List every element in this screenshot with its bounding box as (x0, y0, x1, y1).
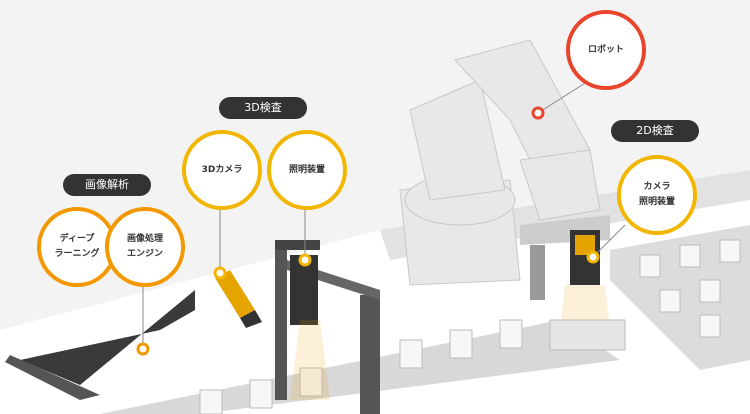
bubble-text: 画像処理 (126, 234, 163, 244)
bubble-text: 照明装置 (638, 197, 675, 207)
bubble-text: ディープ (59, 234, 95, 244)
laptop (20, 290, 195, 385)
2d-camera-station (520, 215, 626, 351)
image-analysis-label: 画像解析 (63, 174, 151, 196)
bubble-text: 3Dカメラ (201, 164, 243, 175)
bubble-text: 照明装置 (288, 164, 325, 175)
laptop-base (5, 355, 100, 400)
robot-arm (399, 39, 601, 286)
robot-bubble: ロボット (566, 10, 646, 90)
3d-camera (215, 270, 262, 328)
2d-inspection-label: 2D検査 (611, 120, 699, 142)
bubble-text: カメラ (643, 182, 671, 192)
3d-camera-bubble: 3Dカメラ (182, 130, 262, 210)
marker-dots (136, 106, 600, 356)
deep-learning-bubble: ディープ ラーニング (37, 207, 117, 287)
3d-inspection-label: 3D検査 (219, 97, 307, 119)
lighting-bubble: 照明装置 (267, 130, 347, 210)
connector-lines (142, 79, 626, 348)
parts (199, 239, 741, 414)
image-engine-bubble: 画像処理 エンジン (105, 207, 185, 287)
bubble-text: ロボット (587, 44, 624, 55)
bubble-text: ラーニング (54, 249, 100, 259)
3d-inspection-frame (275, 240, 380, 414)
2d-camera-lighting-bubble: カメラ 照明装置 (617, 155, 697, 235)
bubble-text: エンジン (126, 249, 163, 259)
